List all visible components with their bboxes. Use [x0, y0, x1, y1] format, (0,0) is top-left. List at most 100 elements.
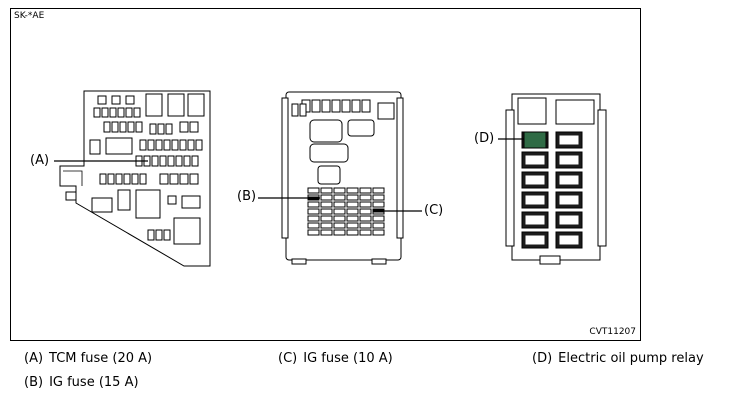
fuse-cell — [341, 99, 351, 113]
fuse-cell — [191, 155, 199, 167]
reference-code: CVT11207 — [589, 327, 636, 337]
fuse-cell — [145, 93, 163, 117]
left-fuse-box — [59, 90, 211, 267]
fuse-cell — [333, 208, 346, 215]
callout-b-label: (B) — [237, 189, 257, 204]
fuse-cell — [359, 187, 372, 194]
fuse-cell — [173, 217, 201, 245]
fuse-cell — [179, 121, 189, 133]
fuse-cell — [165, 123, 173, 135]
fuse-cell — [149, 123, 157, 135]
fuse-cell — [321, 99, 331, 113]
fuse-cell — [320, 215, 333, 222]
fuse-cell — [119, 121, 127, 133]
fuse-cell — [372, 201, 385, 208]
variant-tag: SK-*AE — [14, 11, 45, 21]
fuse-cell — [181, 195, 201, 209]
fuse-cell — [359, 222, 372, 229]
relay-cell-window — [558, 174, 580, 186]
fuse-cell — [359, 194, 372, 201]
fuse-cell — [159, 173, 169, 185]
fuse-cell — [333, 215, 346, 222]
fuse-cell — [163, 229, 171, 241]
fuse-cell — [307, 208, 320, 215]
fuse-cell — [169, 173, 179, 185]
fuse-cell — [107, 173, 115, 185]
fuse-cell — [167, 195, 177, 205]
relay-cell-window — [558, 154, 580, 166]
fuse-cell — [115, 173, 123, 185]
fuse-cell — [346, 229, 359, 236]
fuse-cell — [131, 173, 139, 185]
fuse-cell — [163, 139, 171, 151]
fuse-cell — [151, 155, 159, 167]
fuse-cell — [111, 121, 119, 133]
relay-cell-window — [558, 234, 580, 246]
fuse-cell — [311, 99, 321, 113]
fuse-cell — [93, 107, 101, 118]
fuse-cell — [372, 215, 385, 222]
fuse-cell — [307, 187, 320, 194]
fuse-cell — [91, 197, 113, 213]
fuse-cell — [359, 201, 372, 208]
fuse-cell — [175, 155, 183, 167]
fuse-cell — [346, 222, 359, 229]
fuse-cell — [320, 208, 333, 215]
right-relay-box — [505, 93, 607, 265]
fuse-cell — [135, 189, 161, 219]
fuse-cell — [167, 93, 185, 117]
relay-cell-window — [558, 214, 580, 226]
fuse-cell — [333, 201, 346, 208]
relay-cell-window — [524, 194, 546, 206]
fuse-cell — [359, 215, 372, 222]
relay-cell-window — [558, 134, 580, 146]
fuse-cell — [359, 208, 372, 215]
fuse-cell — [346, 194, 359, 201]
fuse-cell — [123, 173, 131, 185]
center-fuse-box — [281, 91, 404, 265]
relay-cell-window — [524, 214, 546, 226]
fuse-cell — [333, 187, 346, 194]
fuse-cell — [307, 215, 320, 222]
fuse-cell — [333, 194, 346, 201]
fuse-cell — [103, 121, 111, 133]
fuse-cell — [109, 107, 117, 118]
fuse-cell — [333, 222, 346, 229]
fuse-cell — [89, 139, 101, 155]
fuse-cell — [372, 222, 385, 229]
callout-a-label: (A) — [30, 153, 50, 168]
fuse-cell — [307, 229, 320, 236]
fuse-cell — [157, 123, 165, 135]
fuse-cell — [189, 121, 199, 133]
fuse-cell — [99, 173, 107, 185]
fuse-cell — [105, 137, 133, 155]
fuse-cell — [179, 139, 187, 151]
callout-d-label: (D) — [474, 131, 495, 146]
fuse-cell — [147, 139, 155, 151]
fuse-cell — [159, 155, 167, 167]
relay-cell-window — [558, 194, 580, 206]
fuse-cell — [127, 121, 135, 133]
fuse-cell — [167, 155, 175, 167]
fuse-cell — [117, 189, 131, 211]
relay-cell-window — [524, 234, 546, 246]
fuse-cell — [291, 103, 299, 117]
fuse-cell — [135, 121, 143, 133]
fuse-cell — [187, 93, 205, 117]
fuse-cell — [97, 95, 107, 105]
fuse-cell — [320, 194, 333, 201]
fuse-cell — [372, 229, 385, 236]
fuse-cell — [133, 107, 141, 118]
fuse-cell — [147, 229, 155, 241]
fuse-cell — [155, 229, 163, 241]
fuse-cell — [372, 187, 385, 194]
fuse-cell — [125, 95, 135, 105]
fuse-cell — [307, 222, 320, 229]
fuse-cell — [346, 187, 359, 194]
fuse-cell — [331, 99, 341, 113]
fuse-cell — [320, 229, 333, 236]
legend-item-d: (D)Electric oil pump relay — [532, 351, 704, 366]
electric-oil-pump-relay — [523, 131, 547, 149]
fuse-cell — [139, 173, 147, 185]
fuse-cell — [361, 99, 371, 113]
